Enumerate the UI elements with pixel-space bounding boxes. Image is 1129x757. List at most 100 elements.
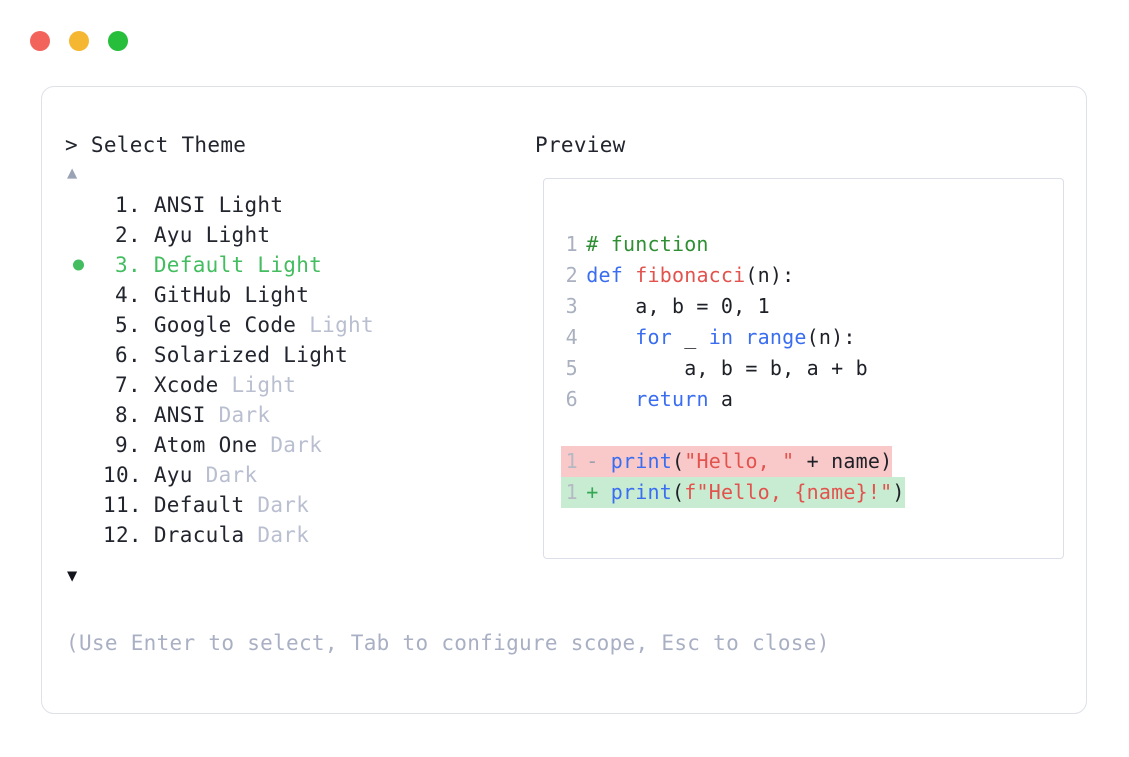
line-number: 1 bbox=[565, 232, 578, 256]
maximize-window-button[interactable] bbox=[108, 31, 128, 51]
code-token: ) bbox=[892, 480, 905, 504]
diff-added-line: 1 + print(f"Hello, {name}!") bbox=[561, 477, 905, 508]
code-token: + name) bbox=[794, 449, 893, 473]
code-token: (n): bbox=[745, 263, 795, 287]
theme-list-item[interactable]: 10. Ayu Dark bbox=[65, 460, 535, 490]
window-titlebar bbox=[30, 31, 128, 51]
theme-item-variant: Dark bbox=[244, 523, 310, 547]
selected-bullet-icon bbox=[73, 290, 84, 301]
code-token: print bbox=[610, 449, 672, 473]
diff-minus-marker: - bbox=[586, 449, 599, 473]
code-line: 2 def fibonacci(n): bbox=[561, 260, 905, 291]
preview-title: Preview bbox=[535, 133, 626, 157]
theme-item-name: Ayu bbox=[140, 223, 193, 247]
selected-bullet-icon bbox=[73, 530, 84, 541]
theme-item-variant: Light bbox=[244, 253, 323, 277]
theme-item-name: Xcode bbox=[140, 373, 219, 397]
line-number: 5 bbox=[565, 356, 578, 380]
theme-item-index: 1. bbox=[115, 193, 141, 217]
minimize-window-button[interactable] bbox=[69, 31, 89, 51]
theme-item-variant: Light bbox=[231, 283, 310, 307]
selected-bullet-icon bbox=[73, 320, 84, 331]
theme-list-item[interactable]: 8. ANSI Dark bbox=[65, 400, 535, 430]
theme-item-variant: Dark bbox=[244, 493, 310, 517]
theme-list-item[interactable]: 2. Ayu Light bbox=[65, 220, 535, 250]
line-number: 3 bbox=[565, 294, 578, 318]
line-number: 2 bbox=[565, 263, 578, 287]
theme-item-name: Default bbox=[140, 493, 245, 517]
selected-bullet-icon bbox=[73, 410, 84, 421]
theme-item-name: Dracula bbox=[140, 523, 245, 547]
theme-list-item[interactable]: 3. Default Light bbox=[65, 250, 535, 280]
theme-item-variant: Dark bbox=[192, 463, 258, 487]
code-line: 1 # function bbox=[561, 229, 905, 260]
theme-item-name: Default bbox=[140, 253, 245, 277]
selected-bullet-icon bbox=[73, 440, 84, 451]
code-token: return bbox=[635, 387, 709, 411]
theme-item-variant: Dark bbox=[257, 433, 323, 457]
line-number: 6 bbox=[565, 387, 578, 411]
theme-item-name: ANSI bbox=[140, 403, 206, 427]
theme-list-item[interactable]: 11. Default Dark bbox=[65, 490, 535, 520]
theme-list-item[interactable]: 1. ANSI Light bbox=[65, 190, 535, 220]
theme-item-index: 3. bbox=[115, 253, 141, 277]
code-token: for bbox=[635, 325, 672, 349]
close-window-button[interactable] bbox=[30, 31, 50, 51]
theme-item-index: 9. bbox=[115, 433, 141, 457]
code-token: _ bbox=[671, 325, 709, 349]
diff-plus-marker: + bbox=[586, 480, 599, 504]
scroll-down-icon[interactable]: ▼ bbox=[67, 566, 78, 586]
theme-list-item[interactable]: 6. Solarized Light bbox=[65, 340, 535, 370]
theme-item-name: Ayu bbox=[140, 463, 193, 487]
theme-item-index: 4. bbox=[115, 283, 141, 307]
code-token: a, b = 0, 1 bbox=[586, 294, 770, 318]
theme-item-index: 5. bbox=[115, 313, 141, 337]
diff-block: 1- print("Hello, " + name)1+ print(f"Hel… bbox=[561, 446, 905, 508]
select-theme-prompt: > Select Theme bbox=[65, 133, 247, 157]
line-number: 1 bbox=[565, 480, 578, 504]
theme-item-variant: Light bbox=[205, 193, 284, 217]
theme-item-variant: Dark bbox=[205, 403, 271, 427]
selected-bullet-icon bbox=[73, 259, 84, 271]
code-token: def bbox=[586, 263, 636, 287]
code-token: a, b = b, a + b bbox=[586, 356, 868, 380]
code-token: fibonacci bbox=[635, 263, 746, 287]
theme-list-item[interactable]: 9. Atom One Dark bbox=[65, 430, 535, 460]
code-token bbox=[586, 387, 635, 411]
selected-bullet-icon bbox=[73, 470, 84, 481]
theme-item-index: 8. bbox=[115, 403, 141, 427]
diff-row: 1 + print(f"Hello, {name}!") bbox=[561, 477, 905, 508]
theme-list-item[interactable]: 4. GitHub Light bbox=[65, 280, 535, 310]
scroll-up-icon[interactable]: ▲ bbox=[67, 163, 78, 183]
theme-item-index: 10. bbox=[103, 463, 142, 487]
code-token: ( bbox=[671, 449, 685, 473]
keyboard-hint-text: (Use Enter to select, Tab to configure s… bbox=[66, 631, 830, 655]
theme-list-item[interactable]: 5. Google Code Light bbox=[65, 310, 535, 340]
theme-item-index: 7. bbox=[115, 373, 141, 397]
theme-item-variant: Light bbox=[218, 373, 297, 397]
theme-item-index: 11. bbox=[103, 493, 142, 517]
theme-item-name: ANSI bbox=[140, 193, 206, 217]
selected-bullet-icon bbox=[73, 230, 84, 241]
theme-item-variant: Light bbox=[270, 343, 349, 367]
theme-list-item[interactable]: 7. Xcode Light bbox=[65, 370, 535, 400]
selected-bullet-icon bbox=[73, 500, 84, 511]
theme-item-name: Atom One bbox=[140, 433, 258, 457]
theme-item-index: 12. bbox=[103, 523, 142, 547]
theme-item-name: Google Code bbox=[140, 313, 297, 337]
theme-list-item[interactable]: 12. Dracula Dark bbox=[65, 520, 535, 550]
theme-item-name: Solarized bbox=[140, 343, 271, 367]
diff-removed-line: 1- print("Hello, " + name) bbox=[561, 446, 893, 477]
code-token: f"Hello, {name}!" bbox=[684, 480, 893, 504]
code-token: # function bbox=[586, 232, 709, 256]
theme-item-name: GitHub bbox=[140, 283, 232, 307]
code-token: ( bbox=[671, 480, 685, 504]
code-token: print bbox=[610, 480, 672, 504]
theme-item-index: 2. bbox=[115, 223, 141, 247]
line-number: 4 bbox=[565, 325, 578, 349]
code-token: (n): bbox=[806, 325, 856, 349]
